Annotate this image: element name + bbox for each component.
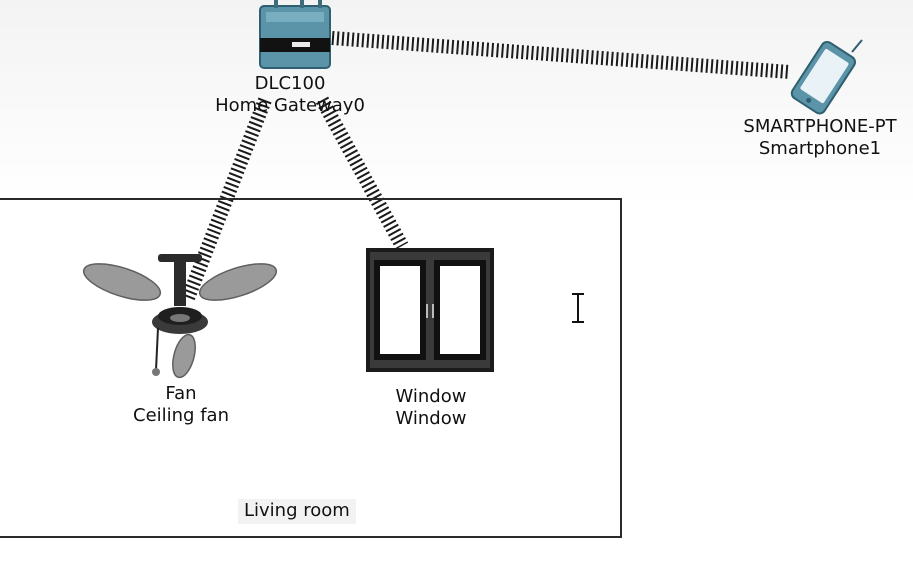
- window-icon: [366, 248, 494, 372]
- window-name: Window: [395, 408, 467, 429]
- gateway-label: DLC100 Home Gateway0: [200, 73, 380, 117]
- link-gateway-smartphone: [331, 31, 791, 79]
- window-label: Window Window: [356, 386, 506, 430]
- smartphone-label: SMARTPHONE-PT Smartphone1: [730, 116, 910, 160]
- smartphone-icon: [790, 39, 863, 115]
- window-model: Window: [395, 386, 467, 407]
- fan-label: Fan Ceiling fan: [100, 383, 262, 427]
- fan-name: Ceiling fan: [133, 405, 229, 426]
- ceiling-fan-device[interactable]: [82, 252, 278, 380]
- living-room-area: [0, 198, 622, 538]
- smartphone-model: SMARTPHONE-PT: [743, 116, 897, 137]
- room-label: Living room: [238, 499, 356, 524]
- window-device[interactable]: [364, 246, 496, 374]
- ceiling-fan-icon: [82, 254, 278, 379]
- fan-model: Fan: [165, 383, 197, 404]
- text-cursor-icon: [572, 293, 584, 323]
- smartphone-device[interactable]: [778, 38, 868, 116]
- gateway-name: Home Gateway0: [215, 95, 365, 116]
- home-gateway-icon: [259, 0, 331, 69]
- home-gateway-device[interactable]: [252, 0, 336, 72]
- smartphone-name: Smartphone1: [758, 138, 882, 159]
- gateway-model: DLC100: [254, 73, 326, 94]
